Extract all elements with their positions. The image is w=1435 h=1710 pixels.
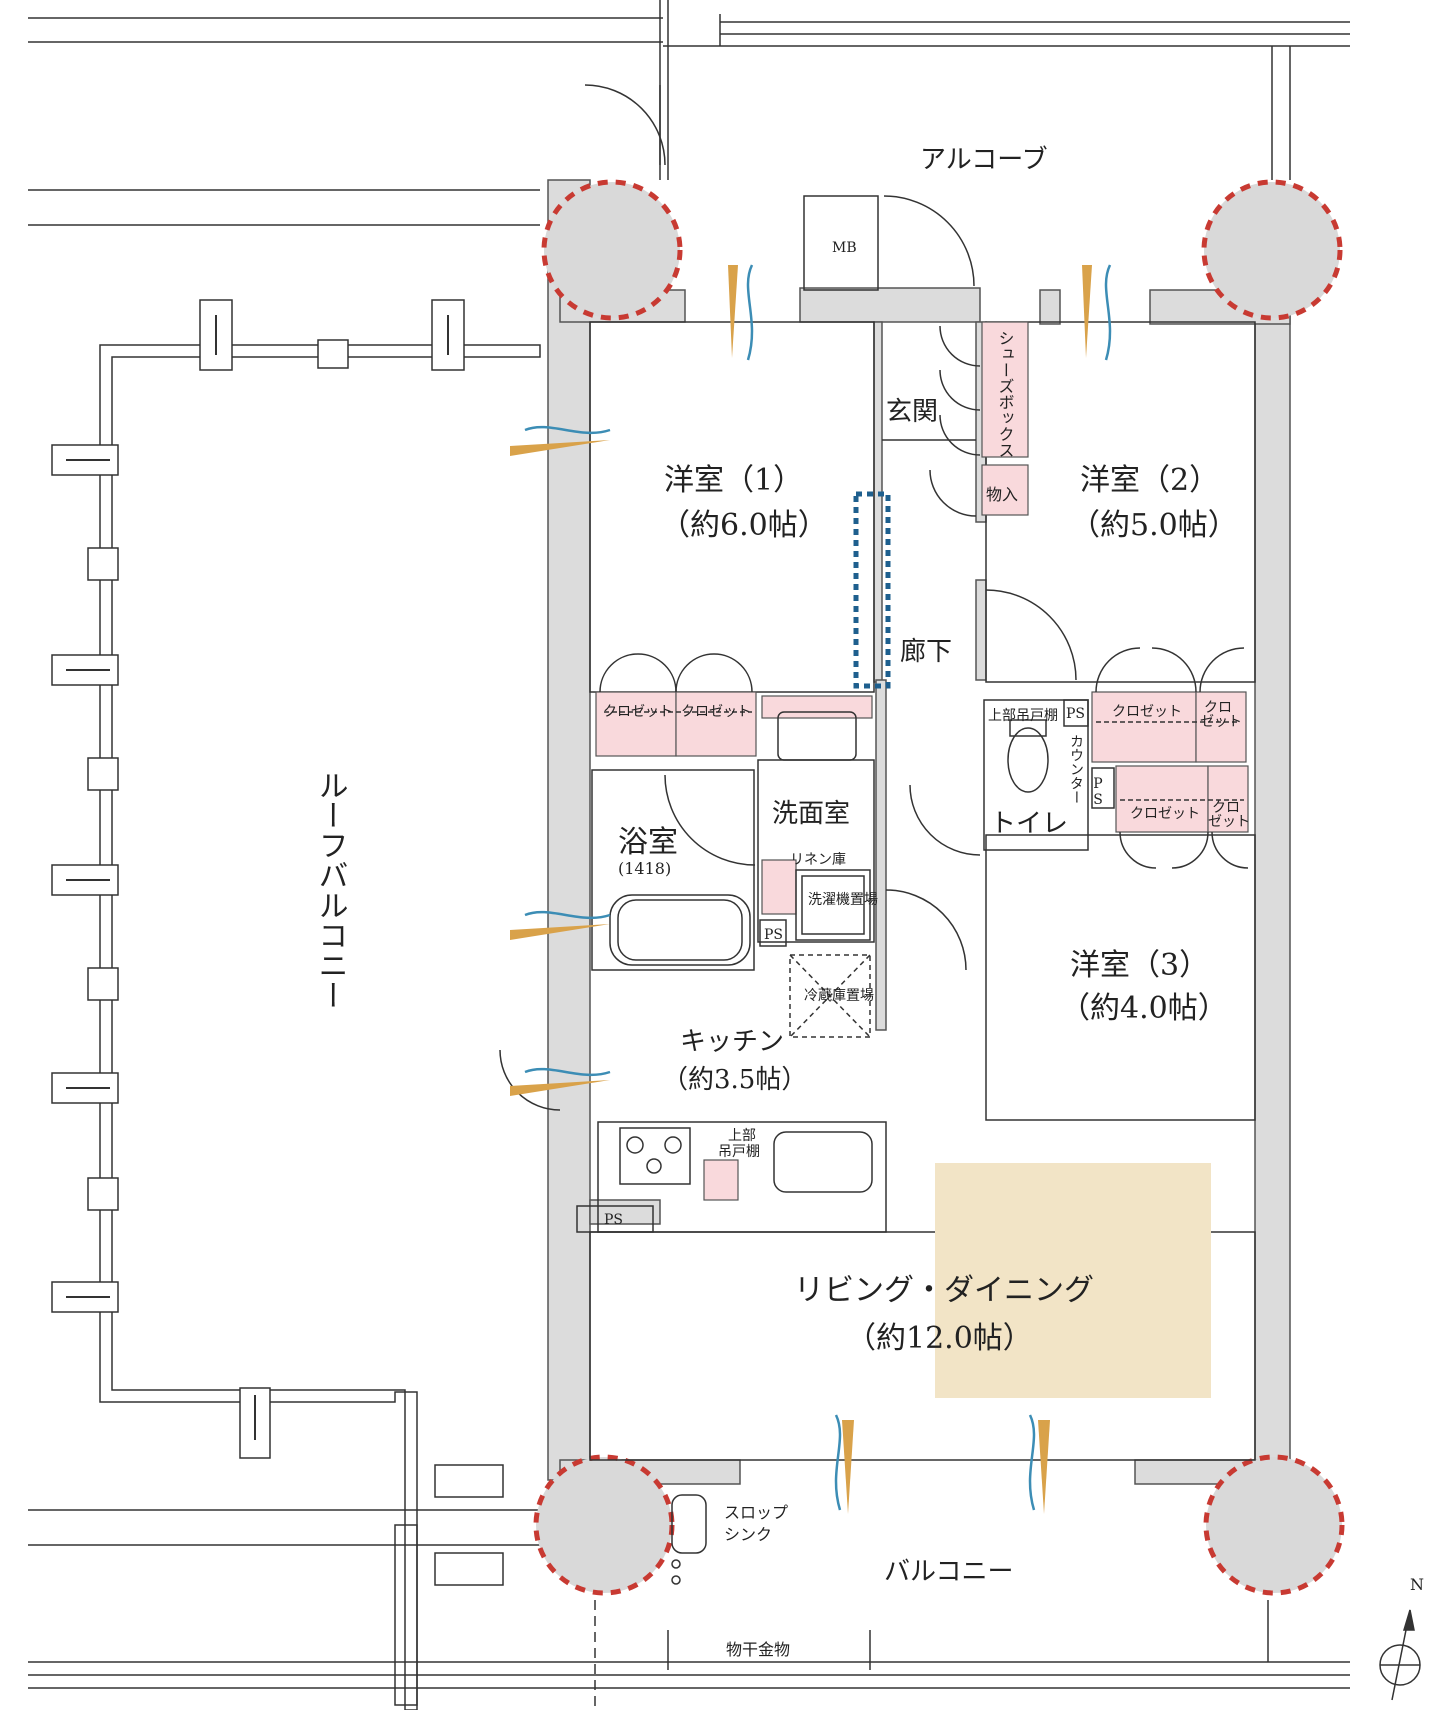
compass <box>1379 1609 1421 1701</box>
label-mb: MB <box>832 240 857 256</box>
label-fridge: 冷蔵庫置場 <box>804 987 874 1004</box>
label-alcove: アルコーブ <box>920 145 1048 175</box>
label-closet-r1b: クロゼット <box>681 704 751 720</box>
pillar-nw <box>541 179 683 321</box>
labels: アルコーブ MB 玄関 シューズボックス 物入 洋室（1） （約6.0帖） 洋室… <box>313 145 1425 1659</box>
fixtures <box>499 84 1249 1710</box>
label-room2-size: （約5.0帖） <box>1070 508 1238 543</box>
label-closet-r2a: クロゼット <box>1112 704 1182 720</box>
vent-room1-side <box>510 425 611 456</box>
vent-kitchen-side <box>510 1067 611 1096</box>
label-room3-name: 洋室（3） <box>1070 948 1209 983</box>
label-drying: 物干金物 <box>726 1640 790 1659</box>
label-north: N <box>1410 1575 1424 1594</box>
kitchen-upper-shelf <box>703 1159 739 1201</box>
closet-room1-b <box>675 691 757 757</box>
label-washer: 洗濯機置場 <box>808 892 878 908</box>
pillar-ne <box>1201 179 1343 321</box>
vent-living-2 <box>1028 1414 1050 1514</box>
label-ps-toilet: PS <box>1066 706 1085 722</box>
shoebox <box>981 321 1029 458</box>
label-counter: カウンター <box>1068 734 1084 804</box>
pink-storage <box>595 321 1249 1201</box>
label-closet-r3b-2: ゼット <box>1208 814 1250 830</box>
label-kitchen-shelf-b: 吊戸棚 <box>718 1144 760 1160</box>
label-ps-kitchen: PS <box>604 1212 623 1228</box>
label-ps-toilet2: PS <box>1090 776 1106 808</box>
vent-bath-side <box>510 910 611 940</box>
label-bath-size: (1418) <box>618 859 671 878</box>
context-lines <box>28 0 1350 1706</box>
label-toilet: トイレ <box>990 809 1068 839</box>
label-balcony: バルコニー <box>884 1557 1013 1587</box>
closet-room3-b <box>1207 765 1249 833</box>
hallway-highlight <box>853 491 891 689</box>
vent-living-1 <box>834 1414 854 1514</box>
label-kitchen-size: （約3.5帖） <box>662 1065 807 1095</box>
pillar-se <box>1203 1454 1345 1596</box>
storage-closet <box>981 464 1029 516</box>
label-washroom: 洗面室 <box>772 799 850 829</box>
closet-room2-a <box>1091 691 1197 763</box>
label-linen: リネン庫 <box>790 851 846 868</box>
label-living: リビング・ダイニング <box>794 1273 1094 1308</box>
closet-room2-b <box>1195 691 1247 763</box>
label-kitchen: キッチン <box>680 1027 784 1057</box>
label-genkan: 玄関 <box>886 397 938 427</box>
label-hallway: 廊下 <box>900 637 952 667</box>
pillar-sw <box>533 1454 675 1596</box>
closet-room1-a <box>595 691 677 757</box>
label-closet-r3a: クロゼット <box>1130 806 1200 822</box>
label-slop-a: スロップ <box>724 1503 788 1522</box>
label-kitchen-shelf-a: 上部 <box>728 1128 756 1144</box>
living-highlight <box>935 1163 1211 1398</box>
vent-room2-top <box>1082 264 1112 361</box>
label-room3-size: （約4.0帖） <box>1060 991 1228 1026</box>
label-shoebox: シューズボックス <box>996 330 1015 458</box>
label-room2-name: 洋室（2） <box>1080 463 1219 498</box>
wind-marks <box>510 264 1112 1514</box>
label-closet-r3b-1: クロ <box>1212 800 1240 816</box>
label-bath: 浴室 <box>618 825 678 860</box>
pillars <box>533 179 1345 1596</box>
roof-balcony-railing <box>51 299 541 1710</box>
label-storage: 物入 <box>986 485 1018 504</box>
label-closet-r2b-1: クロ <box>1204 700 1232 716</box>
closet-room3-a <box>1115 765 1209 833</box>
label-room1-name: 洋室（1） <box>664 463 803 498</box>
label-ps-wash: PS <box>764 927 783 943</box>
label-living-size: （約12.0帖） <box>846 1321 1033 1356</box>
vent-room1-top <box>728 264 754 361</box>
label-roof-balcony: ルーフバルコニー <box>313 770 348 1010</box>
label-closet-r2b-2: ゼット <box>1200 714 1242 730</box>
label-closet-r1a: クロゼット <box>603 704 673 720</box>
label-slop-b: シンク <box>724 1525 772 1544</box>
label-upper-shelf: 上部吊戸棚 <box>988 708 1058 724</box>
label-room1-size: （約6.0帖） <box>660 508 828 543</box>
linen-closet <box>761 859 797 915</box>
